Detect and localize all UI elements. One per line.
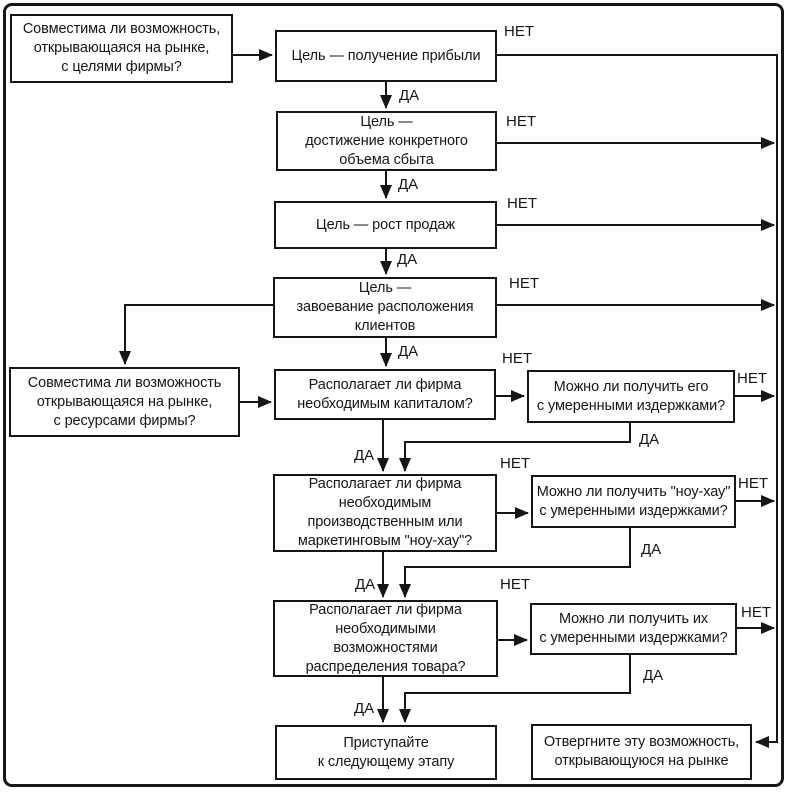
- node-proceed-next-stage: Приступайте к следующему этапу: [275, 725, 497, 780]
- node-reject-opportunity: Отвергните эту возможность, открывающуюс…: [531, 724, 752, 780]
- node-question-capital-cost: Можно ли получить его с умеренными издер…: [527, 370, 735, 423]
- edge-label-yes: ДА: [398, 343, 419, 360]
- edge-label-yes: ДА: [643, 667, 664, 684]
- edge-label-no: НЕТ: [500, 455, 530, 472]
- node-question-knowhow: Располагает ли фирма необходимым произво…: [273, 474, 497, 552]
- edge-label-yes: ДА: [399, 87, 420, 104]
- edge-label-yes: ДА: [355, 576, 376, 593]
- node-question-distribution-cost: Можно ли получить их с умеренными издерж…: [530, 603, 737, 655]
- node-goal-profit: Цель — получение прибыли: [275, 30, 497, 82]
- edge-label-yes: ДА: [354, 700, 375, 717]
- edge-label-no: НЕТ: [504, 23, 534, 40]
- edge-label-yes: ДА: [398, 176, 419, 193]
- edge-label-yes: ДА: [397, 251, 418, 268]
- edge-label-no: НЕТ: [738, 475, 768, 492]
- edge-label-no: НЕТ: [502, 350, 532, 367]
- edge-label-no: НЕТ: [741, 604, 771, 621]
- edge-label-yes: ДА: [641, 541, 662, 558]
- node-goals-compatibility: Совместима ли возможность, открывающаяся…: [10, 14, 233, 83]
- node-question-knowhow-cost: Можно ли получить "ноу-хау" с умеренными…: [531, 475, 736, 528]
- edge-label-yes: ДА: [639, 431, 660, 448]
- edge-label-no: НЕТ: [506, 113, 536, 130]
- node-goal-client-goodwill: Цель — завоевание расположения клиентов: [273, 277, 497, 338]
- edge-label-no: НЕТ: [500, 576, 530, 593]
- edge-label-no: НЕТ: [509, 275, 539, 292]
- node-question-distribution: Располагает ли фирма необходимыми возмож…: [273, 600, 498, 677]
- node-resources-compatibility: Совместима ли возможность открывающаяся …: [9, 367, 240, 437]
- edge-label-yes: ДА: [354, 447, 375, 464]
- node-goal-sales-growth: Цель — рост продаж: [274, 201, 497, 249]
- edge-label-no: НЕТ: [507, 195, 537, 212]
- edge-label-no: НЕТ: [737, 370, 767, 387]
- node-question-capital: Располагает ли фирма необходимым капитал…: [274, 369, 496, 420]
- node-goal-sales-volume: Цель — достижение конкретного объема сбы…: [276, 111, 497, 171]
